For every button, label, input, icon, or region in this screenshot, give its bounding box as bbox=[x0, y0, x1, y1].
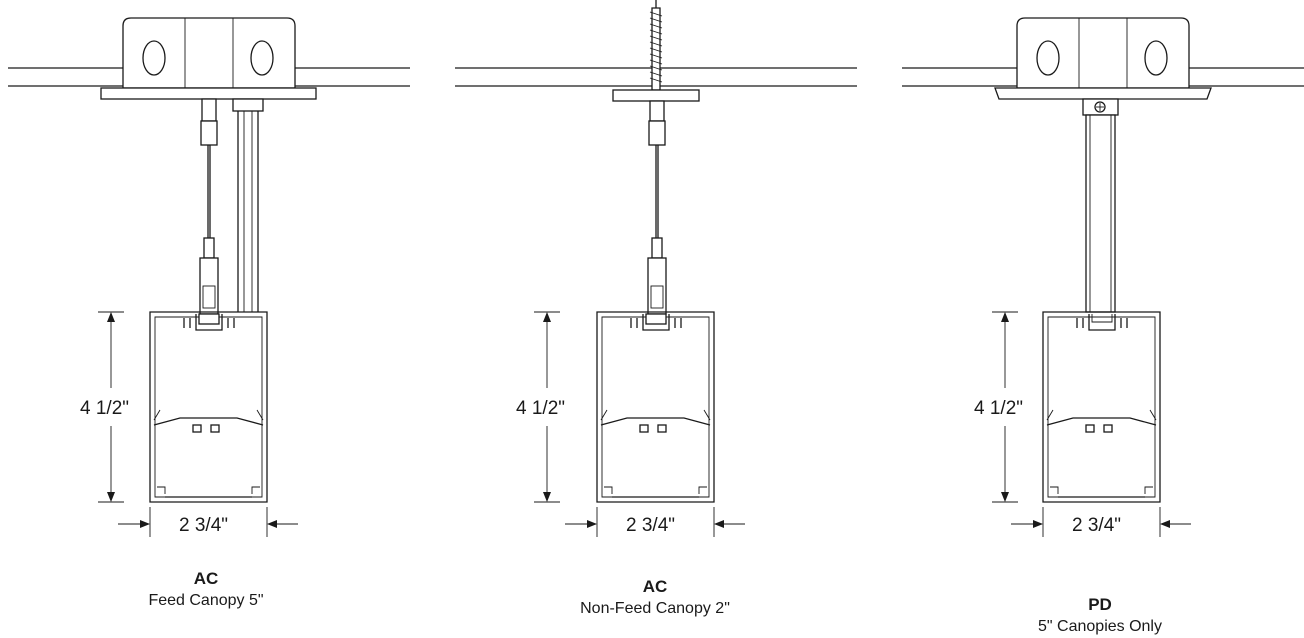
cable-gripper bbox=[647, 100, 667, 315]
canopy bbox=[100, 87, 317, 100]
height-dimension bbox=[534, 311, 560, 503]
width-label: 2 3/4" bbox=[1072, 515, 1121, 536]
canopy-label: Non-Feed Canopy 2" bbox=[580, 600, 730, 617]
height-dimension bbox=[992, 311, 1018, 503]
junction-box bbox=[122, 17, 296, 89]
fixture-pd: 4 1/2" 2 3/4" bbox=[902, 17, 1304, 537]
fixture-ac-feed: 4 1/2" 2 3/4" bbox=[8, 17, 410, 537]
mount-code: PD bbox=[1088, 595, 1112, 614]
width-dimension bbox=[1011, 507, 1191, 537]
caption-pd: PD 5" Canopies Only bbox=[980, 594, 1220, 637]
width-label: 2 3/4" bbox=[626, 515, 675, 536]
power-feed-cord bbox=[232, 98, 264, 312]
width-dimension bbox=[565, 507, 745, 537]
height-label: 4 1/2" bbox=[80, 398, 129, 419]
canopy-label: Feed Canopy 5" bbox=[148, 592, 264, 609]
canopy bbox=[612, 89, 700, 102]
canopy bbox=[994, 87, 1212, 100]
junction-box bbox=[1016, 17, 1190, 89]
height-label: 4 1/2" bbox=[974, 398, 1023, 419]
height-label: 4 1/2" bbox=[516, 398, 565, 419]
height-dimension bbox=[98, 311, 124, 503]
mount-code: AC bbox=[193, 569, 219, 588]
ceiling-line bbox=[902, 67, 1304, 87]
ceiling-line bbox=[8, 67, 410, 87]
threaded-rod bbox=[649, 0, 663, 91]
caption-ac-nonfeed: AC Non-Feed Canopy 2" bbox=[535, 576, 775, 619]
caption-ac-feed: AC Feed Canopy 5" bbox=[86, 568, 326, 611]
canopy-label: 5" Canopies Only bbox=[1038, 618, 1162, 635]
mount-code: AC bbox=[642, 577, 668, 596]
width-dimension bbox=[118, 507, 298, 537]
fixture-profile bbox=[596, 311, 715, 503]
cable-gripper bbox=[199, 98, 219, 315]
fixture-profile bbox=[149, 311, 268, 503]
fixture-profile bbox=[1042, 311, 1161, 503]
width-label: 2 3/4" bbox=[179, 515, 228, 536]
pendant-stem bbox=[1082, 98, 1119, 313]
fixture-ac-nonfeed: 4 1/2" 2 3/4" bbox=[455, 0, 857, 537]
